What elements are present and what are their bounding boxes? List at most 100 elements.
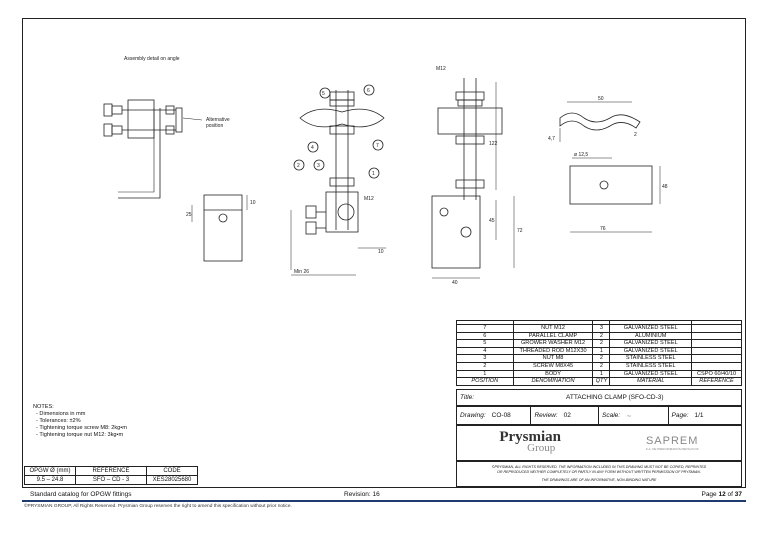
title-label: Title: [460,394,475,401]
page-label: Page: [671,412,689,419]
parts-cell [691,324,742,333]
dim-2: 2 [634,132,637,138]
dim-m12-top: M12 [436,66,446,72]
parts-cell: PARALLEL CLAMP [512,331,594,341]
copyright-notice: ©PRYSMIAN GROUP, All Rights Reserved. Pr… [24,504,292,509]
parts-cell: DENOMINATION [512,377,594,386]
parts-cell: STAINLESS STEEL [609,361,693,371]
parts-cell: 2 [592,331,611,341]
dim-12-5: ø 12,5 [574,152,588,158]
callout-4: 4 [311,145,314,151]
page-value: 1/1 [694,412,704,419]
parts-cell [691,346,742,356]
alternative-note-1: Alternative [206,117,230,123]
parts-cell: SCREW M8X45 [512,361,594,371]
parts-cell: 2 [592,339,611,348]
dim-50: 50 [598,96,604,102]
notes: NOTES: - Dimensions in mm - Tolerances: … [33,404,127,439]
parts-cell: CSPO 60/40/10 [691,369,742,379]
dim-m12-side: M12 [364,196,374,202]
catalog-name: Standard catalog for OPGW fittings [30,491,132,498]
parts-cell: 7 [456,324,514,333]
saprem-logo: SAPREM S.A. DE PREFORMADOS METALICOS [645,435,699,451]
dim-48: 48 [662,184,668,190]
parts-cell: 5 [456,339,514,348]
scale-symbol: ∼ [626,412,632,420]
parts-empty-cell [691,320,742,325]
parts-cell [691,339,742,348]
alternative-note-2: position [206,123,223,129]
parts-cell: 4 [456,346,514,356]
drawing-sheet [22,18,746,488]
drawing-info-row: Drawing: CO-08 Review: 02 Scale: ∼ Page:… [456,406,742,425]
parts-cell: NUT M8 [512,354,594,363]
ref-header-opgw: OPGW Ø (mm) [24,466,76,476]
parts-cell: 1 [592,346,611,356]
callout-2: 2 [297,163,300,169]
assembly-note: Assembly detail on angle [124,56,180,62]
parts-cell: QTY [592,377,611,386]
parts-cell: GROWER WASHER M12 [512,339,594,348]
reference-table: OPGW Ø (mm) REFERENCE CODE 9.5 – 24.8 SF… [24,466,198,485]
callout-3: 3 [317,163,320,169]
parts-cell: ALUMINIUM [609,331,693,341]
notes-heading: NOTES: [33,404,54,410]
parts-cell: NUT M12 [512,324,594,333]
parts-cell: GALVANIZED STEEL [609,369,693,379]
drawing-label: Drawing: [460,412,486,419]
ref-header-code: CODE [146,466,198,476]
parts-cell: 6 [456,331,514,341]
copyright-line-2: OR REPRODUCED NEITHER COMPLETELY OR PART… [497,470,701,474]
callout-5: 5 [322,91,325,97]
parts-cell: 3 [592,324,611,333]
ref-cell-opgw: 9.5 – 24.8 [24,475,76,485]
callout-1: 1 [372,171,375,177]
dim-25: 25 [186,212,192,218]
parts-cell [691,361,742,371]
parts-cell: 2 [456,361,514,371]
ref-cell-code: XES28025680 [146,475,198,485]
copyright-line-1: ©PRYSMIAN, ALL RIGHTS RESERVED. THE INFO… [491,465,707,469]
parts-cell: BODY [512,369,594,379]
parts-empty-cell [592,320,611,325]
parts-top-row [456,320,742,325]
dim-76: 76 [600,226,606,232]
parts-cell [691,331,742,341]
copyright-line-3: THE DRAWINGS ARE OF AN INFORMATIVE, NON-… [541,478,657,482]
dim-10-b: 10 [378,249,384,255]
parts-cell: MATERIAL [609,377,693,386]
copyright-block: ©PRYSMIAN, ALL RIGHTS RESERVED. THE INFO… [456,461,742,487]
parts-cell: 1 [456,369,514,379]
prysmian-logo: Prysmian Group [499,429,562,454]
scale-label: Scale: [602,412,621,419]
review-label: Review: [534,412,558,419]
parts-cell: STAINLESS STEEL [609,354,693,363]
callout-6: 6 [367,88,370,94]
logo-row: Prysmian Group SAPREM S.A. DE PREFORMADO… [456,425,742,461]
parts-cell: 1 [592,369,611,379]
parts-cell: 2 [592,361,611,371]
dim-min26: Min 26 [294,269,309,275]
page-indicator: Page 12 of 37 [701,491,742,498]
parts-cell: POSITION [456,377,514,386]
drawing-title: ATTACHING CLAMP (SFO-CD-3) [566,394,664,401]
callout-7: 7 [376,143,379,149]
parts-cell: THREADED ROD M12X30 [512,346,594,356]
dim-10-a: 10 [250,200,256,206]
note-item: - Tightening torque nut M12: 3kg•m [36,432,124,438]
parts-cell: 2 [592,354,611,363]
dim-72: 72 [517,228,523,234]
dim-122: 122 [489,141,498,147]
page-footer: Standard catalog for OPGW fittings Revis… [22,490,746,502]
ref-cell-reference: SFO – CD - 3 [75,475,147,485]
parts-cell: REFERENCE [691,377,742,386]
parts-cell [691,354,742,363]
